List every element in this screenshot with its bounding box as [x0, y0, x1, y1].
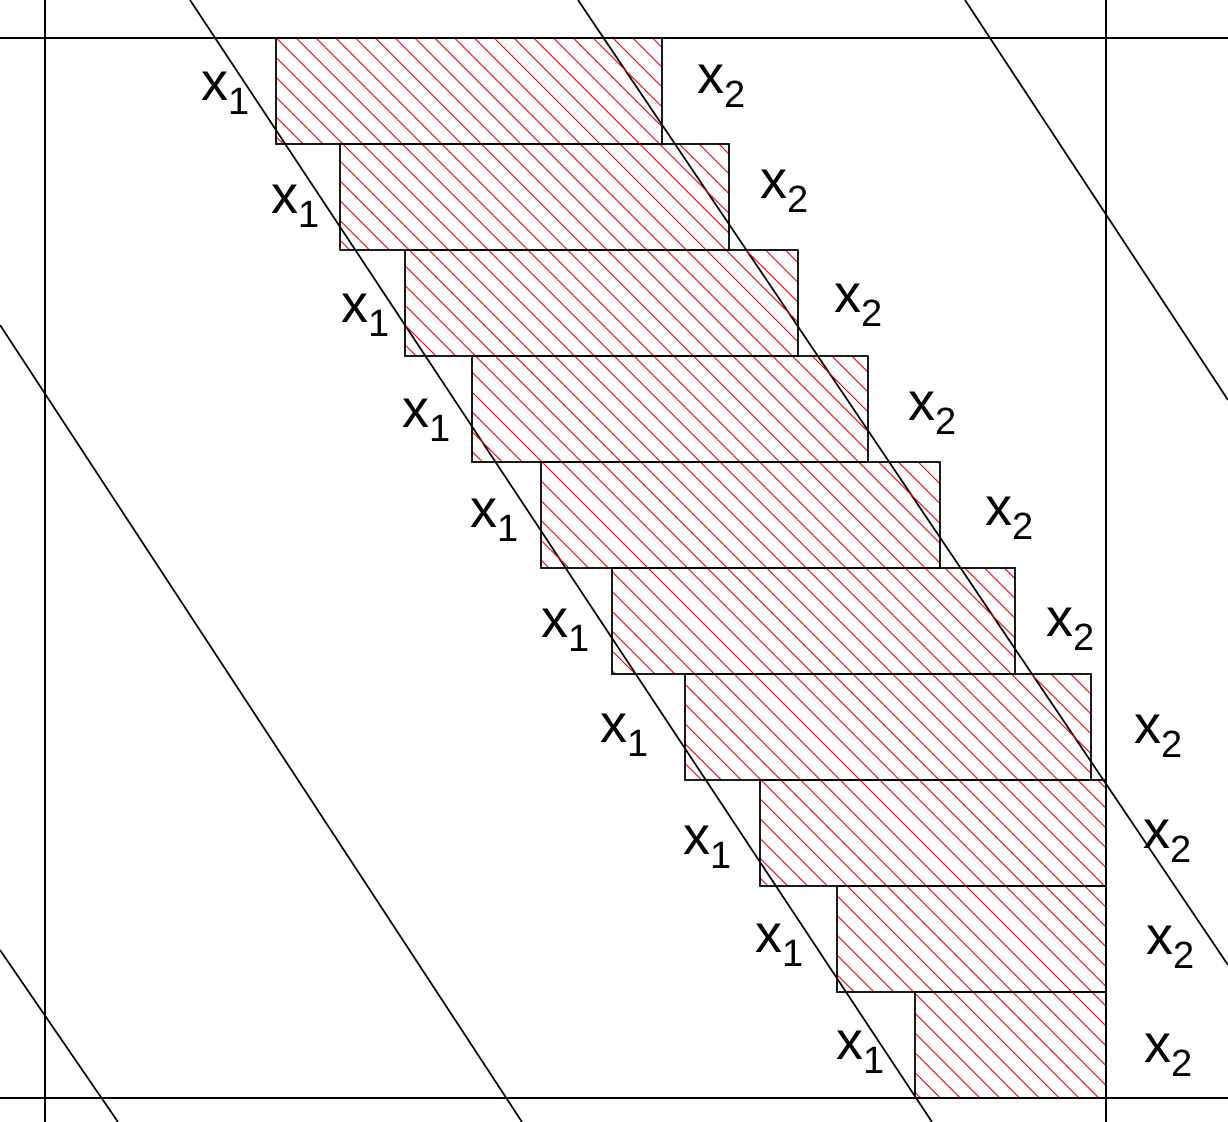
x2-label: x2 [834, 264, 882, 335]
hatched-strip-6 [611, 567, 1016, 675]
x2-label: x2 [1144, 1014, 1192, 1085]
label-base: x [760, 150, 787, 210]
label-subscript: 1 [782, 933, 803, 975]
label-subscript: 1 [627, 723, 648, 765]
label-subscript: 1 [497, 508, 518, 550]
label-subscript: 1 [863, 1040, 884, 1082]
label-base: x [836, 1011, 863, 1071]
label-subscript: 1 [368, 303, 389, 345]
label-base: x [755, 904, 782, 964]
x1-label: x1 [271, 165, 319, 236]
x2-label: x2 [1134, 695, 1182, 766]
x2-label: x2 [908, 372, 956, 443]
label-subscript: 2 [1161, 724, 1182, 766]
hatched-strip-4 [471, 355, 869, 463]
hatched-strip-3 [404, 249, 799, 357]
hatched-strip-9 [836, 885, 1107, 993]
label-subscript: 1 [429, 408, 450, 450]
label-base: x [697, 45, 724, 105]
hatched-strip-1 [275, 37, 663, 145]
hatched-strip-5 [540, 461, 941, 569]
label-subscript: 2 [861, 293, 882, 335]
x1-label: x1 [341, 274, 389, 345]
x1-label: x1 [201, 52, 249, 123]
x1-label: x1 [402, 379, 450, 450]
x2-label: x2 [1046, 588, 1094, 659]
label-base: x [1146, 906, 1173, 966]
hatched-strip-2 [339, 143, 730, 251]
label-base: x [341, 274, 368, 334]
x2-label: x2 [697, 45, 745, 116]
label-subscript: 2 [1170, 829, 1191, 871]
label-subscript: 2 [724, 74, 745, 116]
label-base: x [541, 589, 568, 649]
hatched-strip-7 [684, 673, 1092, 781]
label-base: x [1143, 800, 1170, 860]
x1-label: x1 [541, 589, 589, 660]
label-base: x [1144, 1014, 1171, 1074]
diagonal-line-4 [0, 324, 523, 1122]
hatched-strip-8 [759, 779, 1107, 887]
x1-label: x1 [600, 694, 648, 765]
label-base: x [402, 379, 429, 439]
label-base: x [985, 477, 1012, 537]
label-subscript: 2 [1012, 506, 1033, 548]
label-subscript: 2 [935, 401, 956, 443]
label-base: x [683, 806, 710, 866]
label-base: x [600, 694, 627, 754]
label-subscript: 1 [298, 194, 319, 236]
label-subscript: 1 [228, 81, 249, 123]
hatched-strip-10 [914, 991, 1107, 1099]
label-base: x [1046, 588, 1073, 648]
label-subscript: 2 [1171, 1043, 1192, 1085]
label-subscript: 2 [787, 179, 808, 221]
label-base: x [271, 165, 298, 225]
label-base: x [201, 52, 228, 112]
x1-label: x1 [470, 479, 518, 550]
diagonal-line-5 [0, 949, 119, 1122]
label-subscript: 1 [710, 835, 731, 877]
label-base: x [834, 264, 861, 324]
hatched-strips [275, 37, 1107, 1099]
x2-label: x2 [1143, 800, 1191, 871]
x1-label: x1 [683, 806, 731, 877]
label-subscript: 2 [1173, 935, 1194, 977]
x1-label: x1 [755, 904, 803, 975]
label-subscript: 2 [1073, 617, 1094, 659]
x2-label: x2 [1146, 906, 1194, 977]
label-base: x [470, 479, 497, 539]
x1-label: x1 [836, 1011, 884, 1082]
label-subscript: 1 [568, 618, 589, 660]
label-base: x [908, 372, 935, 432]
x2-label: x2 [985, 477, 1033, 548]
label-base: x [1134, 695, 1161, 755]
x2-label: x2 [760, 150, 808, 221]
diagonal-line-3 [964, 0, 1228, 401]
